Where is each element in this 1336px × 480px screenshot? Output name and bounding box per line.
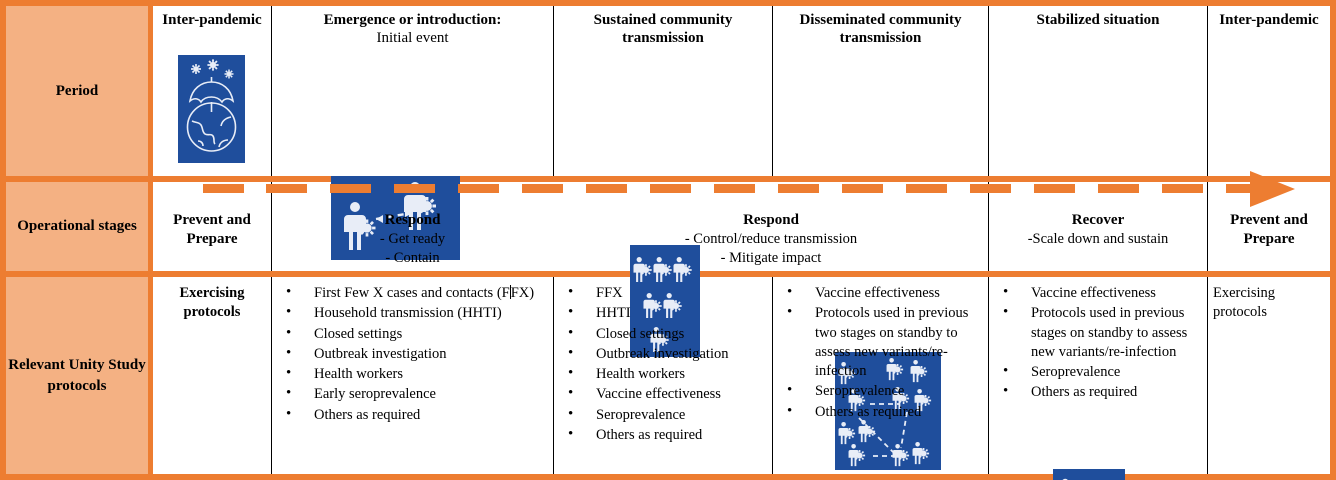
period-title-text: Inter-pandemic: [162, 12, 262, 28]
protocols-list-sustained: FFX HHTI Closed settings Outbreak invest…: [556, 283, 772, 446]
row-header-period-label: Period: [55, 82, 99, 99]
period-title-text: Inter-pandemic: [1219, 12, 1319, 28]
umbrella-over-globe-with-virus-icon: [178, 55, 245, 163]
period-title-emergence: Emergence or introduction: Initial event: [272, 8, 553, 47]
stage-line-1: -Scale down and sustain: [1027, 231, 1169, 248]
table-border-left: [0, 0, 6, 480]
col-divider-4-5-row3: [772, 277, 773, 474]
list-item: Others as required: [556, 425, 772, 445]
period-title-text: Emergence or introduction:: [323, 12, 502, 28]
list-item: Early seroprevalence: [274, 384, 553, 404]
six-healthy-persons-icon: [1053, 469, 1125, 480]
row-header-protocols: Relevant Unity Study protocols: [6, 277, 148, 474]
period-title-inter-pandemic-start: Inter-pandemic: [153, 8, 271, 30]
period-title-inter-pandemic-end: Inter-pandemic: [1208, 8, 1330, 30]
col-divider-6-7-row2: [1207, 182, 1208, 271]
header-col-border-r3: [148, 277, 153, 474]
col-divider-4-5-row1: [772, 6, 773, 176]
list-item: Others as required: [274, 405, 553, 425]
table-border-bottom: [0, 474, 1336, 480]
protocols-text: Exercising protocols: [1213, 285, 1276, 321]
protocols-list-stabilized: Vaccine effectiveness Protocols used in …: [991, 283, 1207, 404]
col-divider-3-4-row3: [553, 277, 554, 474]
protocols-list-emergence: First Few X cases and contacts (FFX) Hou…: [274, 283, 553, 426]
stage-prevent-and-prepare-start: Prevent and Prepare: [153, 211, 271, 249]
row-header-period: Period: [6, 6, 148, 176]
list-item: Protocols used in previous two stages on…: [775, 303, 988, 381]
list-item: FFX: [556, 283, 772, 303]
list-item: Health workers: [556, 364, 772, 384]
row-header-operational-stages: Operational stages: [6, 182, 148, 271]
list-item: Others as required: [991, 382, 1207, 402]
list-item: Closed settings: [274, 324, 553, 344]
list-item: HHTI: [556, 303, 772, 323]
period-title-text: Sustained community transmission: [593, 12, 733, 46]
list-item: Vaccine effectiveness: [991, 283, 1207, 303]
protocols-text: Exercising protocols: [179, 285, 245, 321]
period-title-stabilized: Stabilized situation: [989, 8, 1207, 30]
list-item: Others as required: [775, 402, 988, 422]
row-header-protocols-label: Relevant Unity Study protocols: [8, 357, 146, 394]
stage-prevent-and-prepare-end: Prevent and Prepare: [1208, 211, 1330, 249]
stage-respond-emergence: Respond - Get ready - Contain: [272, 211, 553, 267]
list-item: Seroprevalence: [991, 362, 1207, 382]
stage-head: Recover: [1071, 212, 1125, 228]
col-divider-6-7-row3: [1207, 277, 1208, 474]
col-divider-5-6-row3: [988, 277, 989, 474]
stage-recover: Recover -Scale down and sustain: [989, 211, 1207, 249]
col-divider-5-6-row1: [988, 6, 989, 176]
list-item: Closed settings: [556, 324, 772, 344]
stage-head: Prevent and Prepare: [1230, 212, 1308, 248]
col-divider-2-3-row3: [271, 277, 272, 474]
list-item: First Few X cases and contacts (FFX): [274, 283, 553, 303]
list-item: Seroprevalence: [556, 405, 772, 425]
stage-line-2: - Mitigate impact: [720, 249, 822, 266]
protocols-list-disseminated: Vaccine effectiveness Protocols used in …: [775, 283, 988, 423]
list-item: Health workers: [274, 364, 553, 384]
two-infected-persons-transmission-icon: [331, 176, 460, 260]
list-item: Seroprevalence: [775, 381, 988, 401]
period-title-text: Disseminated community transmission: [799, 12, 962, 46]
stage-line-1: - Control/reduce transmission: [684, 231, 858, 248]
stage-line-1: - Get ready: [379, 231, 446, 248]
period-title-text: Stabilized situation: [1036, 12, 1160, 28]
list-item: Protocols used in previous stages on sta…: [991, 303, 1207, 362]
col-divider-5-6-row2: [988, 182, 989, 271]
protocols-exercising-end: Exercising protocols: [1213, 284, 1330, 322]
col-divider-2-3-row2: [271, 182, 272, 271]
stage-respond-merged: Respond - Control/reduce transmission - …: [554, 211, 988, 267]
timeline-arrowhead: [1250, 171, 1295, 207]
table-border-right: [1330, 0, 1336, 480]
row-header-operational-stages-label: Operational stages: [17, 218, 137, 235]
list-item: Outbreak investigation: [556, 344, 772, 364]
text-caret: [509, 285, 511, 299]
header-col-border-r2: [148, 182, 153, 271]
stage-head: Prevent and Prepare: [173, 212, 251, 248]
stage-line-2: - Contain: [385, 249, 440, 266]
stage-head: Respond: [384, 212, 441, 228]
list-item: Vaccine effectiveness: [775, 283, 988, 303]
row-separator-period-operational: [0, 176, 1336, 182]
table-border-top: [0, 0, 1336, 6]
col-divider-2-3-row1: [271, 6, 272, 176]
list-item: Vaccine effectiveness: [556, 384, 772, 404]
stage-head: Respond: [743, 212, 799, 228]
col-divider-6-7-row1: [1207, 6, 1208, 176]
period-title-sustained: Sustained community transmission: [554, 8, 772, 47]
period-subtitle-text: Initial event: [376, 29, 449, 46]
list-item: Household transmission (HHTI): [274, 303, 553, 323]
protocols-exercising-start: Exercising protocols: [153, 284, 271, 322]
col-divider-3-4-row1: [553, 6, 554, 176]
period-title-disseminated: Disseminated community transmission: [773, 8, 988, 47]
header-col-border-r1: [148, 6, 153, 176]
list-item: Outbreak investigation: [274, 344, 553, 364]
